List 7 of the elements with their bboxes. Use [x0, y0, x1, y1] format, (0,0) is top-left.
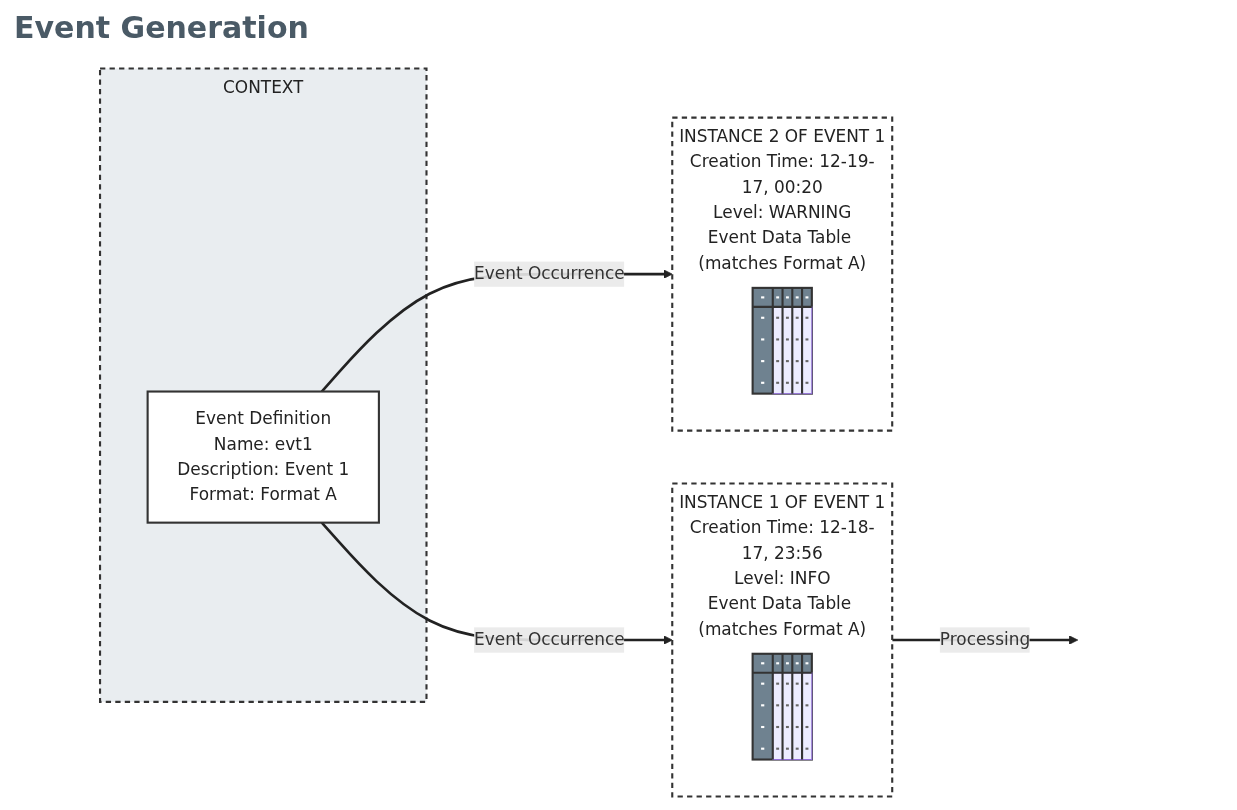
- edge-label: Processing: [939, 629, 1031, 650]
- edge-label: Event Occurrence: [474, 263, 625, 284]
- cluster: INSTANCE 1 OF EVENT 1 Creation Time: 12-18-17, 23:56 Level: INFO Event Data Table (matches Format A): [671, 482, 894, 798]
- cluster: INSTANCE 2 OF EVENT 1 Creation Time: 12-19-17, 00:20 Level: WARNING Event Data Table (matches Format A): [671, 116, 894, 432]
- node-box: Event Definition Name: evt1 Description: Event 1 Format: Format A: [146, 390, 380, 524]
- edge-label: Event Occurrence: [474, 629, 625, 650]
- diagram-title: Event Generation: [14, 10, 309, 45]
